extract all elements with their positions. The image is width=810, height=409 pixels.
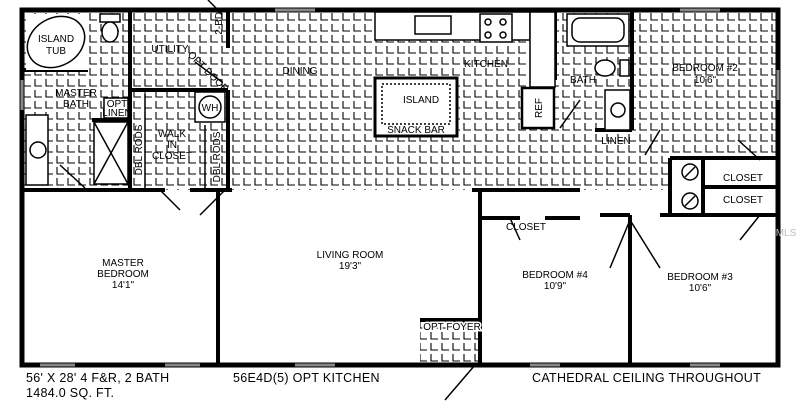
label-living-room: LIVING ROOM xyxy=(317,250,384,261)
caption-model: 56E4D(5) OPT KITCHEN xyxy=(233,371,380,385)
label-wh: WH xyxy=(202,103,219,114)
label-bedroom2: BEDROOM #2 xyxy=(672,63,738,74)
label-dbl-rods-left: DBL RODS xyxy=(134,124,145,175)
label-master-bath-2: BATH xyxy=(63,99,89,110)
label-living-room-size: 19'3" xyxy=(339,261,362,272)
closet-floor xyxy=(480,190,580,218)
label-bedroom3: BEDROOM #3 xyxy=(667,272,733,283)
label-ref: REF xyxy=(534,98,545,118)
label-island-tub-2: TUB xyxy=(46,46,66,57)
tiled-floor-foyer xyxy=(420,320,478,363)
linen-cabinet xyxy=(103,97,129,119)
label-snack-bar: SNACK BAR xyxy=(387,125,445,136)
sink xyxy=(610,102,626,118)
toilet-tank xyxy=(99,13,121,23)
label-kitchen: KITCHEN xyxy=(464,59,508,70)
label-linen: LINEN xyxy=(601,136,630,147)
label-walk-in-closet-3: CLOSET xyxy=(152,151,192,162)
label-closet-1: CLOSET xyxy=(723,173,763,184)
counter-side xyxy=(529,11,556,88)
island-tub xyxy=(26,15,86,69)
label-opt-linen: OPT xyxy=(107,99,128,110)
label-master-bath: MASTER xyxy=(55,88,97,99)
label-island-tub: ISLAND xyxy=(38,34,74,45)
caption-ceiling: CATHEDRAL CEILING THROUGHOUT xyxy=(532,371,762,385)
watermark: MLS xyxy=(776,228,797,239)
kitchen-sink xyxy=(414,15,452,35)
label-dining: DINING xyxy=(283,66,318,77)
door-swings xyxy=(59,0,761,401)
stove xyxy=(479,13,513,43)
toilet xyxy=(101,21,119,43)
label-opt-linen-2: LINEN xyxy=(102,108,131,119)
label-dbl-rods-right: DBL RODS xyxy=(212,131,223,182)
label-master-bedroom-2: BEDROOM xyxy=(97,269,149,280)
label-2-bdi: 2-BDI xyxy=(214,9,225,35)
label-closet-2: CLOSET xyxy=(723,195,763,206)
label-closet-3: CLOSET xyxy=(506,222,546,233)
interior-walls xyxy=(24,12,778,363)
caption-dimensions: 56' X 28' 4 F&R, 2 BATH xyxy=(26,371,170,385)
caption-sqft: 1484.0 SQ. FT. xyxy=(26,386,115,400)
label-master-bedroom: MASTER xyxy=(102,258,144,269)
label-bedroom4: BEDROOM #4 xyxy=(522,270,588,281)
sink xyxy=(29,141,47,159)
label-walk-in-closet: WALK xyxy=(158,129,186,140)
label-bedroom2-size: 10'6" xyxy=(694,75,717,86)
fixtures xyxy=(25,11,699,210)
label-utility: UTILITY xyxy=(151,44,189,55)
refrigerator xyxy=(520,86,556,130)
label-opt-foyer: OPT FOYER xyxy=(423,322,481,333)
label-bedroom4-size: 10'9" xyxy=(544,281,567,292)
carpet-floor-bottom xyxy=(24,192,776,363)
water-heater xyxy=(198,95,222,119)
label-walk-in-closet-2: IN xyxy=(167,140,177,151)
label-bedroom3-size: 10'6" xyxy=(689,283,712,294)
label-bath: BATH xyxy=(570,75,596,86)
label-master-bedroom-size: 14'1" xyxy=(112,280,135,291)
toilet xyxy=(594,59,616,77)
windows xyxy=(20,8,780,367)
label-island: ISLAND xyxy=(403,95,439,106)
